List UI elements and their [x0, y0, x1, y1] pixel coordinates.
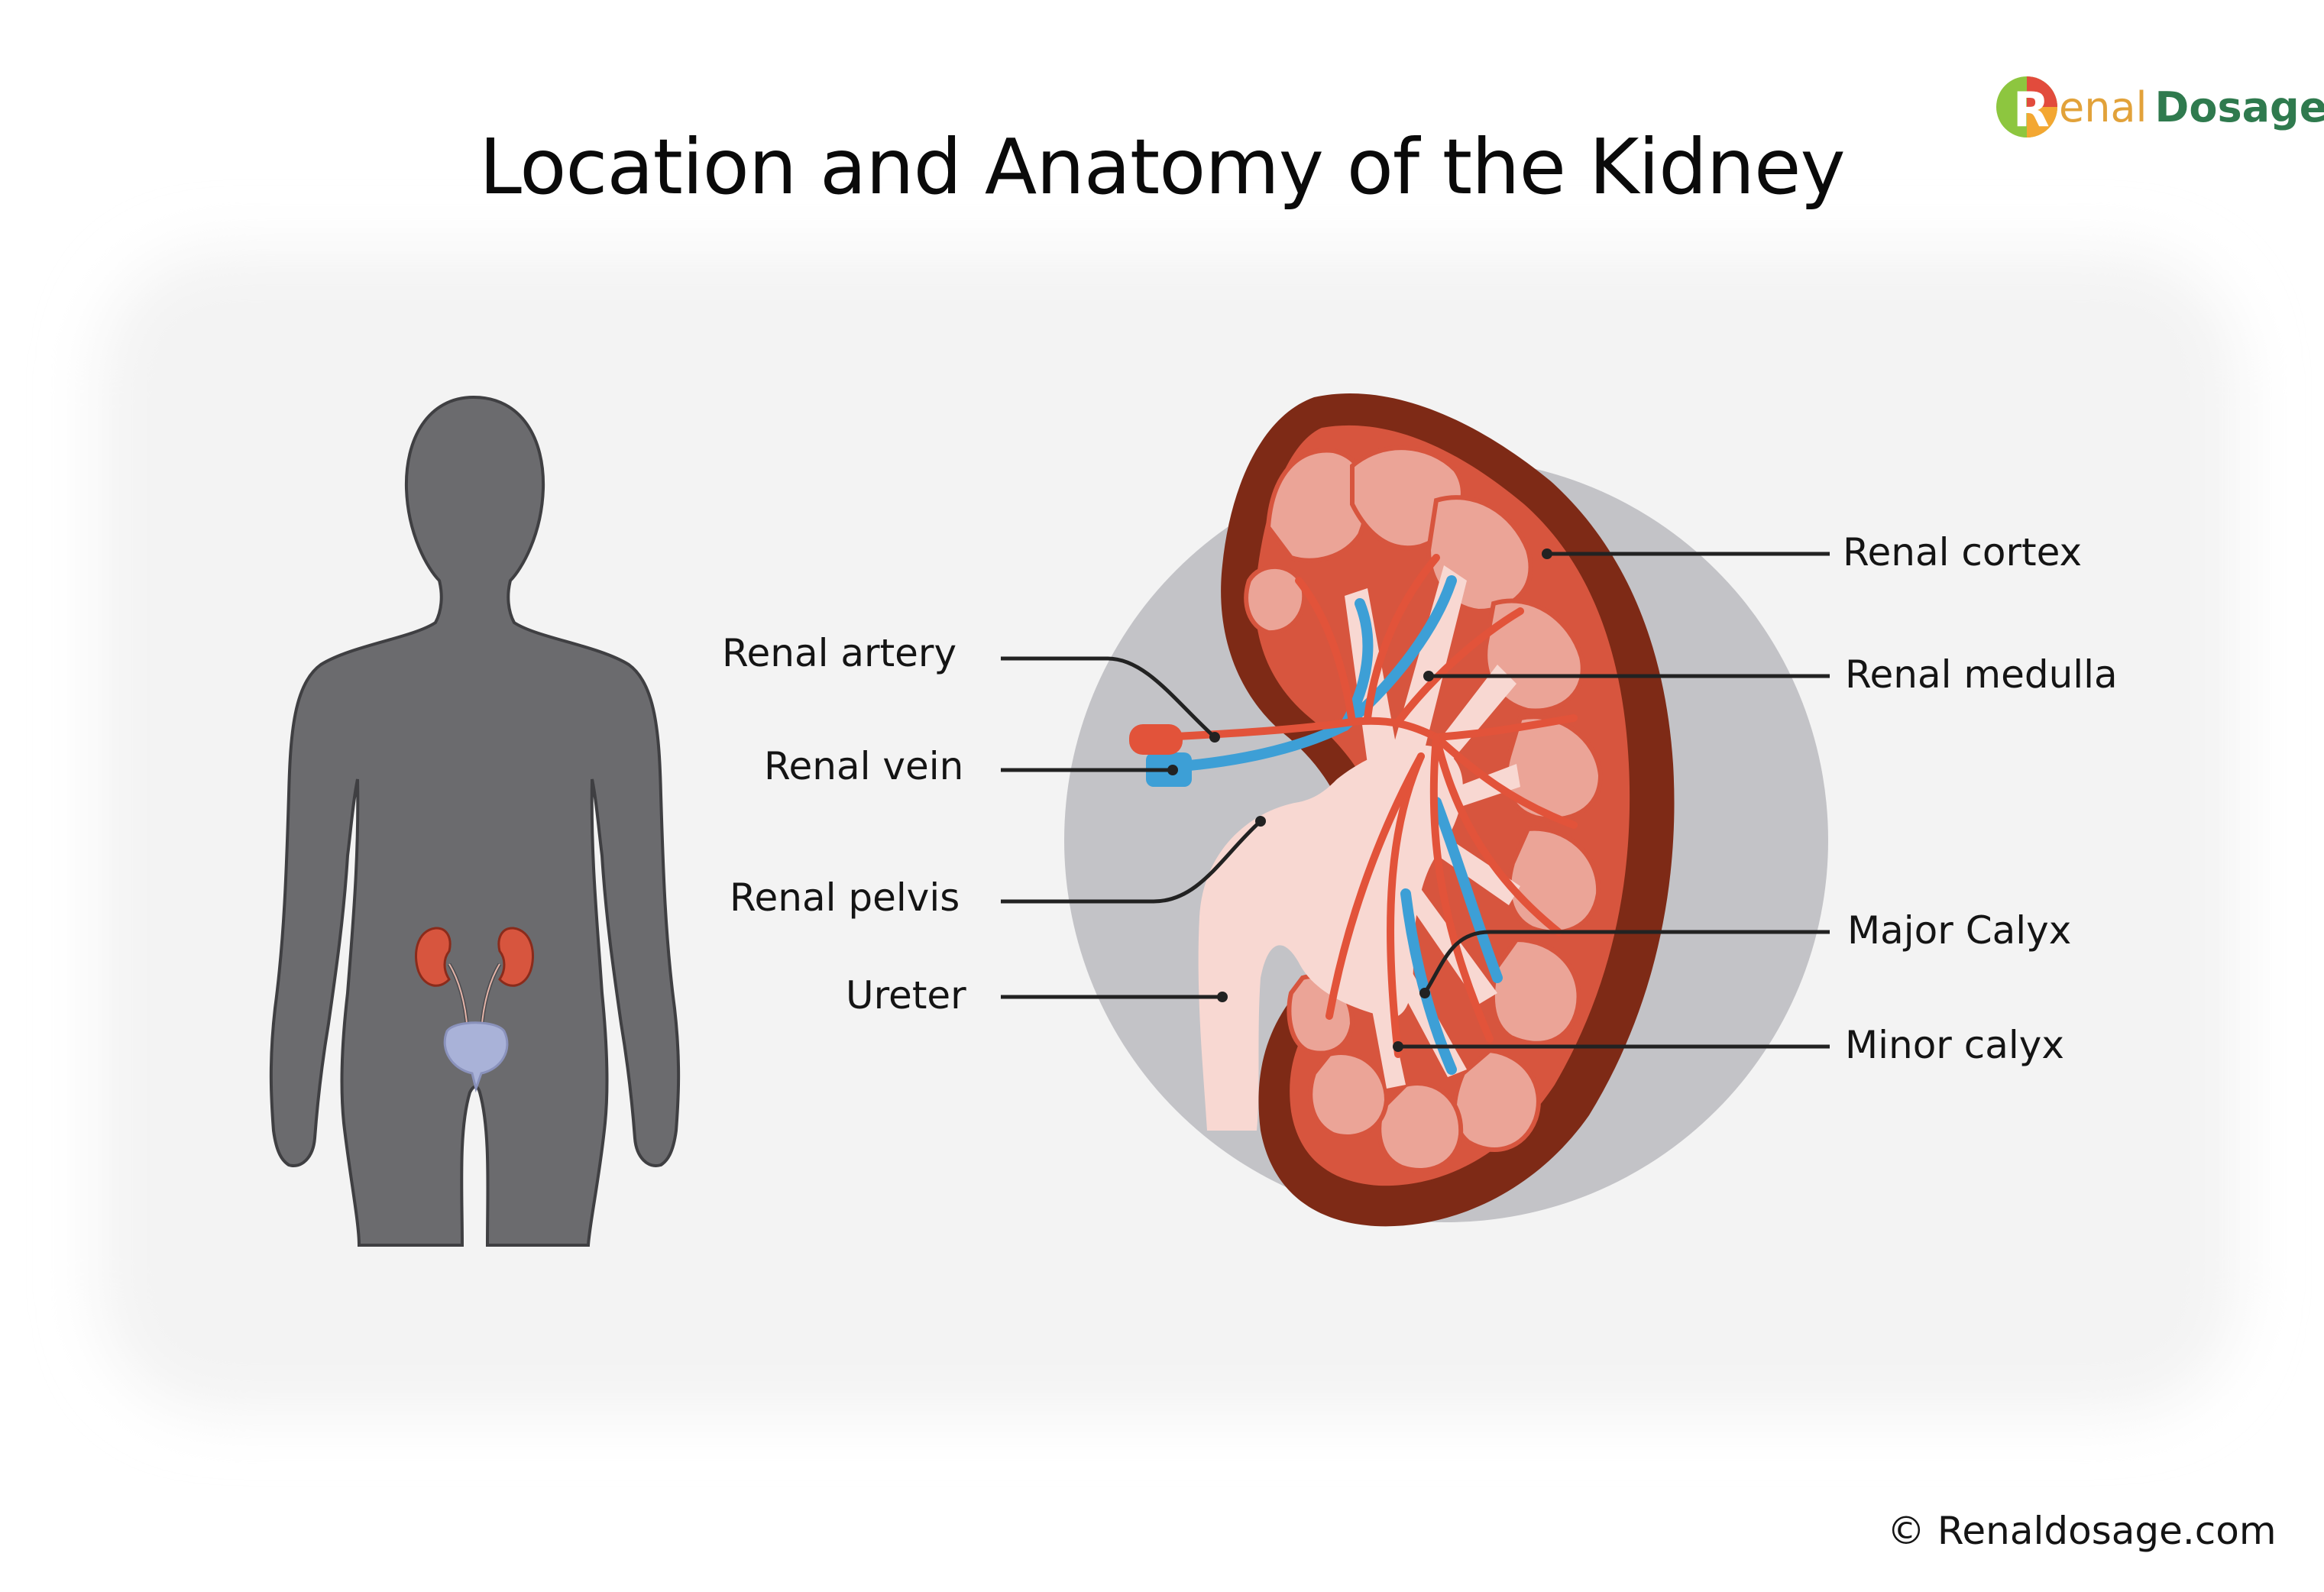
label-renal-artery: Renal artery	[722, 631, 957, 675]
leader-major-calyx	[1423, 930, 1830, 995]
logo-text-dosage: Dosage	[2154, 83, 2324, 131]
label-renal-pelvis: Renal pelvis	[730, 875, 960, 920]
leader-lines	[1001, 552, 1830, 1049]
logo-text-enal: enal	[2059, 83, 2148, 131]
copyright-notice: © Renaldosage.com	[1887, 1509, 2277, 1553]
logo-letter-r: R	[2013, 82, 2050, 138]
label-minor-calyx: Minor calyx	[1845, 1023, 2064, 1067]
kidney-cross-section	[1129, 393, 1675, 1227]
label-renal-medulla: Renal medulla	[1845, 652, 2118, 697]
label-ureter: Ureter	[846, 973, 966, 1018]
label-major-calyx: Major Calyx	[1847, 908, 2072, 953]
label-renal-vein: Renal vein	[764, 744, 964, 788]
leader-renal-pelvis	[1001, 820, 1262, 904]
page-title: Location and Anatomy of the Kidney	[479, 122, 1845, 212]
logo-mark-icon: R	[1990, 65, 2063, 149]
human-body-silhouette	[269, 395, 681, 1247]
leader-dots	[1167, 548, 1552, 1052]
leader-renal-artery	[1001, 656, 1216, 739]
label-renal-cortex: Renal cortex	[1843, 530, 2083, 574]
